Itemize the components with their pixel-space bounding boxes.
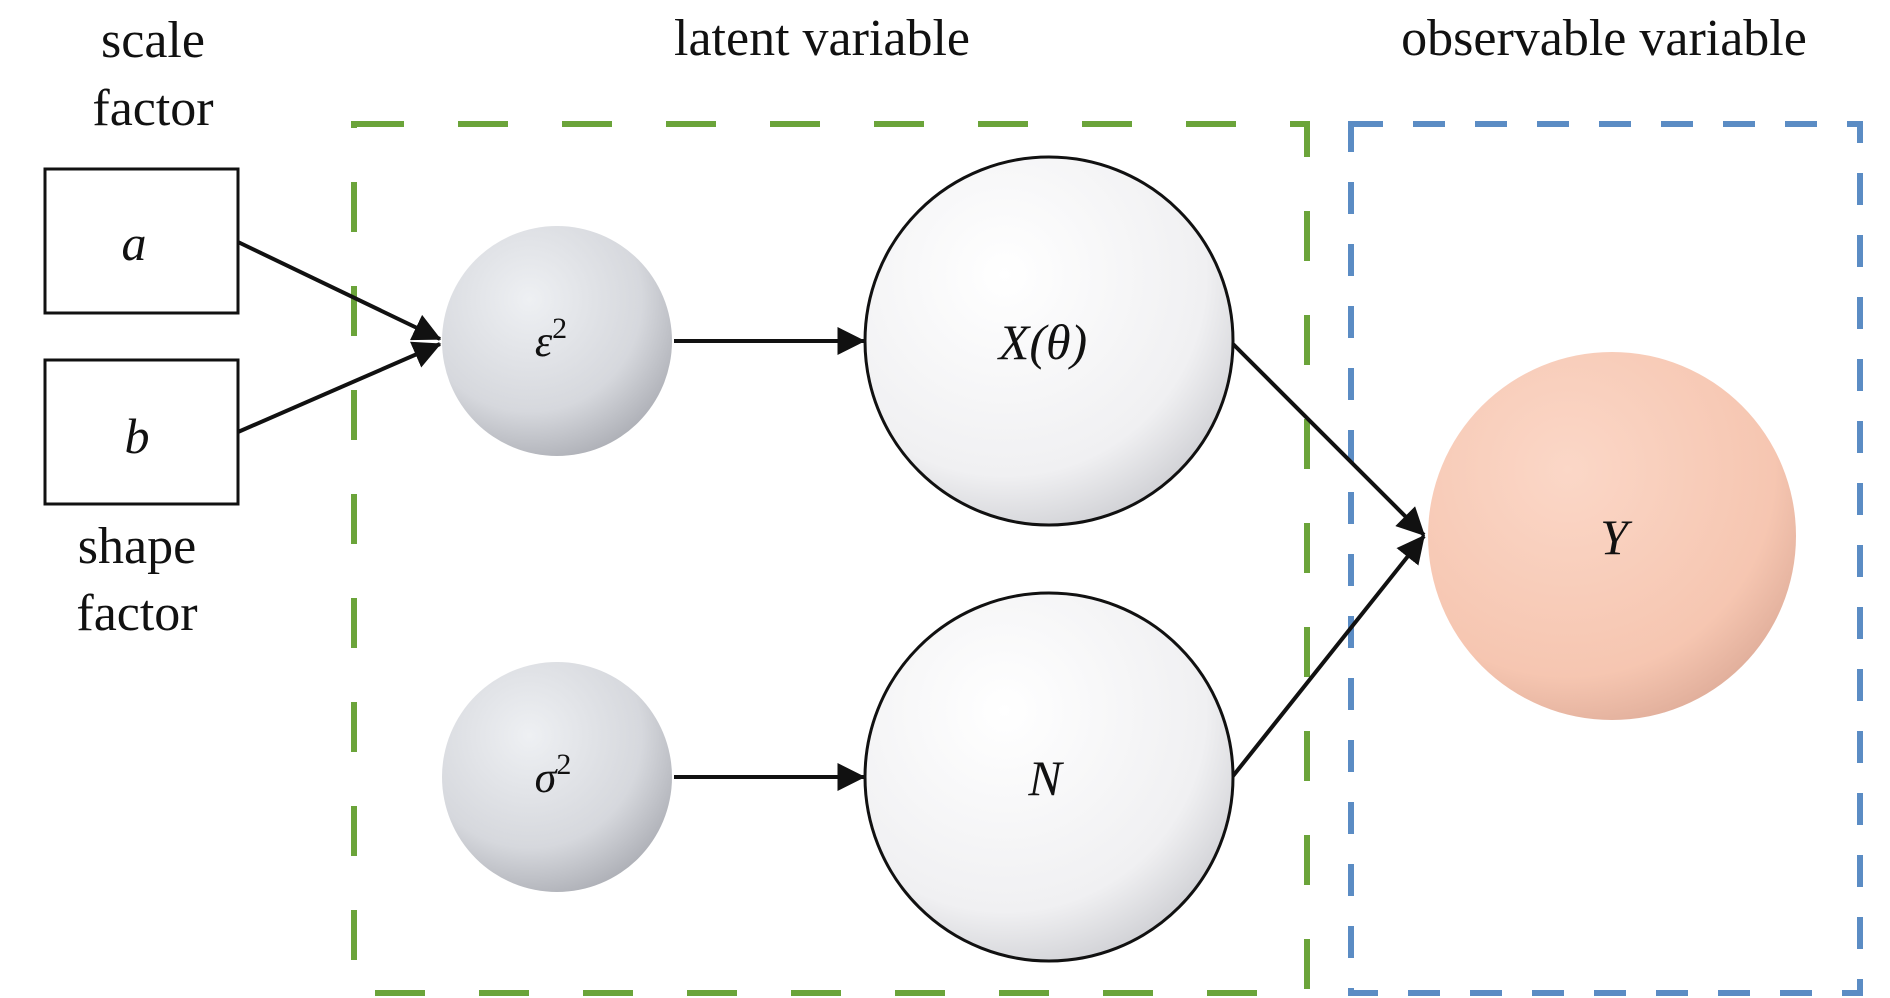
scale-factor-label-line2: factor (92, 80, 213, 137)
edge-a-to-epsilon (237, 240, 442, 341)
node-y-label: Y (1600, 509, 1633, 565)
shape-factor-label-line1: shape (78, 518, 196, 575)
node-sigma-base: σ (535, 753, 559, 802)
node-x-theta-label: X(θ) (997, 314, 1087, 370)
node-epsilon-label: ε2 (535, 312, 567, 366)
edge-x-theta-to-y (1231, 342, 1426, 537)
node-n-label: N (1027, 750, 1064, 806)
node-x-theta-circle (863, 155, 1235, 527)
node-sigma-label: σ2 (535, 748, 572, 802)
edge-n-to-y (1231, 534, 1426, 778)
node-a-label: a (122, 215, 147, 271)
node-sigma-sup: 2 (556, 748, 571, 781)
node-a-box (43, 167, 240, 315)
latent-variable-label: latent variable (674, 10, 970, 67)
node-b-box (43, 358, 240, 506)
latent-region-border (351, 121, 1310, 996)
edge-b-to-epsilon (237, 341, 442, 434)
scale-factor-label-line1: scale (101, 12, 205, 69)
node-sigma-circle (442, 662, 672, 892)
node-epsilon-sup: 2 (552, 312, 567, 345)
shape-factor-label-line2: factor (76, 585, 197, 642)
node-epsilon-base: ε (535, 317, 553, 366)
node-n-circle (863, 591, 1235, 963)
observable-variable-label: observable variable (1401, 10, 1807, 67)
node-b-label: b (125, 408, 150, 464)
node-epsilon-circle (442, 226, 672, 456)
observable-region-border (1348, 121, 1863, 996)
node-y-circle (1428, 352, 1796, 720)
